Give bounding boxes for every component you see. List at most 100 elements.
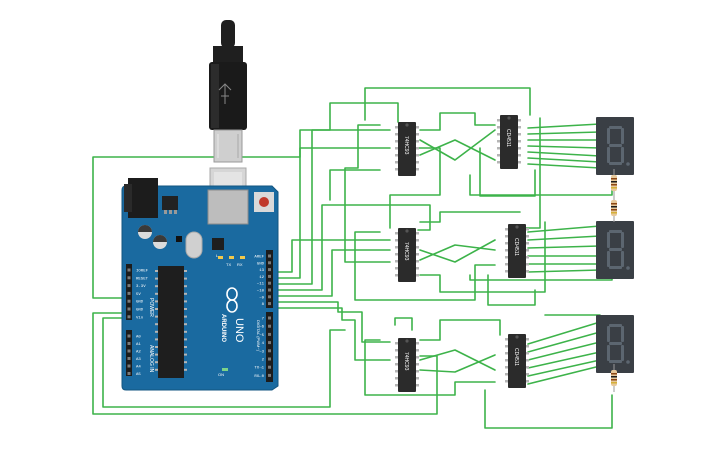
crystal: [185, 231, 203, 259]
pin-label: GND: [136, 301, 144, 305]
wire[interactable]: [269, 301, 391, 343]
header-pin[interactable]: [268, 288, 271, 292]
header-pin[interactable]: [127, 315, 131, 319]
pin-label: ~3: [259, 350, 264, 354]
wire[interactable]: [269, 147, 391, 279]
wire[interactable]: [527, 225, 601, 233]
wire[interactable]: [419, 354, 496, 373]
segment: [609, 342, 622, 345]
decoder-chip[interactable]: CD4511: [505, 224, 529, 278]
wire[interactable]: [527, 235, 601, 241]
header-pin[interactable]: [127, 342, 131, 345]
header-pin[interactable]: [127, 284, 131, 288]
decoder-chip[interactable]: CD4511: [497, 115, 521, 169]
header-pin[interactable]: [127, 307, 131, 311]
wire[interactable]: [419, 239, 496, 263]
resistor[interactable]: [611, 364, 617, 392]
segment: [609, 230, 622, 233]
seven-segment-display[interactable]: 8: [596, 221, 637, 279]
wire[interactable]: [487, 274, 536, 306]
wire[interactable]: [419, 211, 521, 223]
wire[interactable]: [269, 204, 431, 291]
wire[interactable]: [527, 163, 601, 169]
wire[interactable]: [269, 239, 391, 273]
pin-label: 4: [262, 342, 265, 346]
header-pin[interactable]: [127, 364, 131, 368]
wire[interactable]: [269, 129, 391, 285]
wire[interactable]: [269, 249, 391, 297]
header-pin[interactable]: [268, 274, 271, 278]
wire[interactable]: [269, 307, 391, 361]
wire[interactable]: [469, 174, 613, 196]
wire[interactable]: [419, 349, 496, 371]
header-pin[interactable]: [127, 276, 131, 280]
pin-label: Vin: [136, 315, 144, 320]
header-pin[interactable]: [127, 357, 131, 360]
header-pin[interactable]: [127, 268, 131, 272]
header-pin[interactable]: [268, 357, 271, 361]
wire[interactable]: [102, 317, 346, 408]
wire[interactable]: [527, 321, 601, 345]
header-pin[interactable]: [268, 341, 271, 345]
wire[interactable]: [344, 124, 391, 263]
seven-segment-display[interactable]: 8: [596, 117, 637, 175]
wire[interactable]: [479, 147, 536, 197]
counter-chip[interactable]: 74HC93: [395, 122, 419, 176]
wire[interactable]: [419, 244, 496, 261]
header-pin[interactable]: [127, 299, 131, 303]
wire[interactable]: [92, 102, 399, 299]
segment: [621, 147, 624, 163]
wire[interactable]: [527, 151, 601, 157]
wire[interactable]: [527, 245, 601, 249]
header-pin[interactable]: [268, 295, 271, 299]
header-pin[interactable]: [268, 316, 271, 320]
header-pin[interactable]: [268, 324, 271, 328]
header-pin[interactable]: [268, 302, 271, 306]
wire[interactable]: [419, 139, 496, 161]
header-pin[interactable]: [268, 261, 271, 265]
header-pin[interactable]: [268, 365, 271, 369]
header-pin[interactable]: [268, 373, 271, 377]
resistor[interactable]: [611, 194, 617, 222]
wire[interactable]: [419, 319, 501, 341]
wire[interactable]: [484, 389, 613, 429]
wire[interactable]: [527, 269, 601, 273]
wire[interactable]: [329, 169, 381, 201]
wire[interactable]: [419, 221, 546, 293]
header-pin[interactable]: [268, 349, 271, 353]
wire[interactable]: [364, 339, 496, 396]
wire[interactable]: [419, 112, 496, 131]
wire[interactable]: [419, 129, 496, 161]
wire[interactable]: [527, 145, 601, 149]
seven-segment-display[interactable]: 8: [596, 315, 637, 373]
header-pin[interactable]: [127, 349, 131, 353]
decoder-chip[interactable]: CD4511: [505, 334, 529, 388]
wire[interactable]: [364, 87, 531, 121]
wire[interactable]: [527, 131, 601, 135]
wire[interactable]: [527, 341, 601, 361]
chip-label: CD4511: [505, 129, 511, 147]
wire[interactable]: [394, 317, 413, 331]
header-pin[interactable]: [127, 334, 131, 338]
counter-chip[interactable]: 74HC93: [395, 228, 419, 282]
wire[interactable]: [354, 231, 496, 301]
wire[interactable]: [527, 123, 601, 129]
header-pin[interactable]: [127, 291, 131, 295]
wire[interactable]: [527, 365, 601, 385]
counter-chip[interactable]: 74HC93: [395, 338, 419, 392]
header-pin[interactable]: [268, 254, 271, 258]
wire[interactable]: [469, 274, 613, 281]
wire[interactable]: [527, 351, 601, 369]
chip-label: 74HC93: [403, 352, 409, 371]
header-pin[interactable]: [268, 268, 271, 272]
wire[interactable]: [527, 157, 601, 163]
wire[interactable]: [527, 359, 601, 377]
resistor[interactable]: [611, 169, 617, 197]
header-pin[interactable]: [268, 332, 271, 336]
header-pin[interactable]: [127, 372, 131, 375]
wire[interactable]: [527, 331, 601, 353]
header-pin[interactable]: [268, 281, 271, 285]
